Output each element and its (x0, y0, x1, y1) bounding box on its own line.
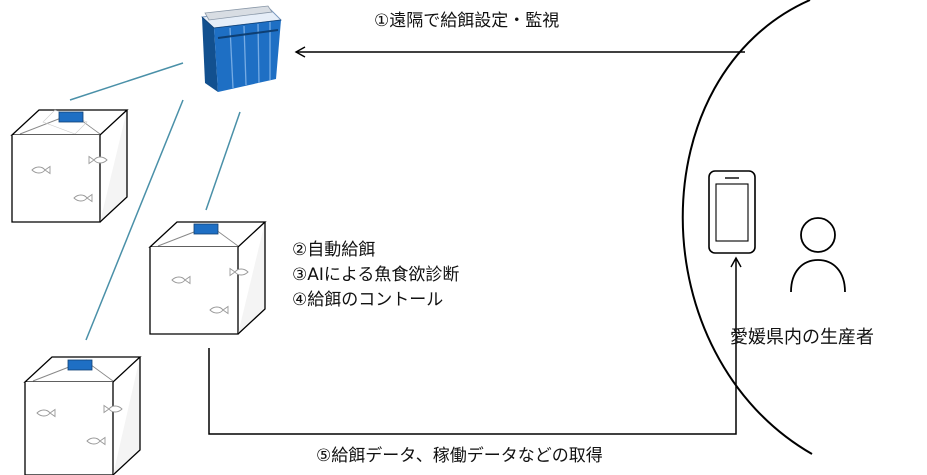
feeder-links (69, 62, 241, 341)
step-1-remote-feeding-label: ①遠隔で給餌設定・監視 (374, 11, 560, 31)
feeder-machine-icon (200, 5, 283, 92)
step-3-ai-appetite-label: ③AIによる魚食欲診断 (292, 265, 460, 285)
fish-pen-icon (10, 109, 129, 223)
smartphone-icon (708, 170, 756, 254)
feeding-steps-list: ②自動給餌 ③AIによる魚食欲診断 ④給餌のコントール (292, 240, 459, 315)
step-2-auto-feeding-label: ②自動給餌 (292, 240, 376, 260)
person-icon (790, 217, 846, 293)
step-4-feeding-control-label: ④給餌のコントール (292, 290, 444, 310)
step-5-data-acquisition-label: ⑤給餌データ、稼働データなどの取得 (316, 446, 603, 466)
producer-label: 愛媛県内の生産者 (730, 327, 874, 348)
data-acquisition-arrow (208, 256, 742, 435)
fish-pen-icon (23, 356, 142, 475)
producer-area-arc (681, 0, 813, 455)
fish-pen-icon (148, 221, 267, 335)
